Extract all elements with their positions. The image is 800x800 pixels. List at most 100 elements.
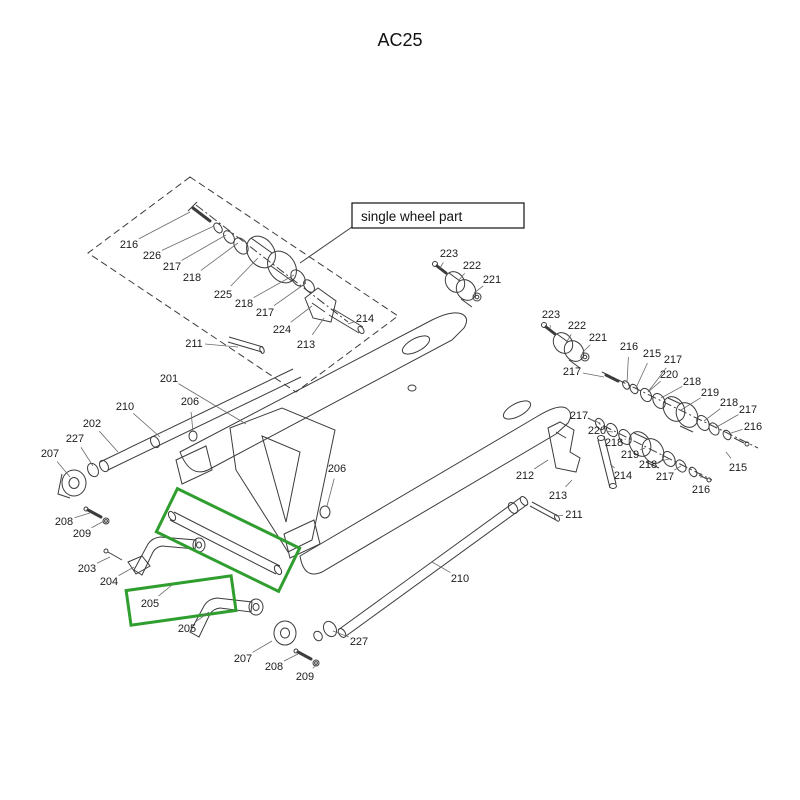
part-label: 218 (235, 298, 253, 310)
leader-line (533, 459, 549, 470)
part-label: 206 (181, 396, 199, 408)
leader-line (607, 430, 614, 433)
part-label: 203 (78, 563, 96, 575)
exploded-axis-line (195, 204, 349, 323)
leader-line (311, 317, 325, 336)
part-label: 208 (265, 661, 283, 673)
part-label: 221 (483, 274, 501, 286)
part-label: 222 (463, 260, 481, 272)
part-label: 217 (664, 354, 682, 366)
leader-line (74, 512, 91, 519)
leader-line (283, 653, 299, 662)
part-label: 205 (178, 623, 196, 635)
part-label: 211 (185, 338, 203, 350)
leader-line (195, 611, 210, 622)
part-label: 208 (55, 516, 73, 528)
roller-chain-lower (587, 417, 713, 483)
part-label: 211 (565, 509, 583, 521)
leader-line (181, 234, 227, 261)
part-label: 225 (214, 289, 232, 301)
leader-line (589, 418, 601, 424)
leader-line (565, 479, 573, 488)
connecting-rod-205 (167, 510, 283, 576)
part-label: 210 (116, 401, 134, 413)
leader-line (200, 242, 239, 271)
leader-line (635, 362, 648, 389)
leader-line (431, 561, 451, 573)
exploded-region-outline (87, 176, 399, 393)
part-label: 209 (73, 528, 91, 540)
left-hub-assembly (57, 469, 110, 525)
leader-line (582, 372, 605, 378)
callout-box (351, 202, 525, 229)
leader-line (138, 211, 191, 240)
leader-line (161, 225, 215, 251)
leader-line (609, 463, 615, 469)
part-label: 220 (588, 425, 606, 437)
highlight-box-rod-205 (154, 486, 302, 594)
part-label: 219 (701, 387, 719, 399)
leader-line (132, 412, 161, 438)
part-label: 218 (683, 376, 701, 388)
part-label: 217 (656, 471, 674, 483)
lower-left-pins (103, 548, 151, 575)
part-label: 219 (621, 449, 639, 461)
page-title: AC25 (377, 30, 422, 50)
leader-line (703, 408, 721, 422)
part-label: 217 (563, 366, 581, 378)
part-label: 224 (273, 324, 291, 336)
leader-line (252, 640, 273, 653)
callout-label: single wheel part (361, 209, 463, 224)
part-label: 223 (440, 248, 458, 260)
part-label: 202 (83, 418, 101, 430)
leader-line (178, 383, 247, 425)
part-label: 204 (100, 576, 118, 588)
part-label: 226 (143, 250, 161, 262)
part-label: 214 (614, 470, 632, 482)
leader-line (290, 305, 313, 323)
leader-line (658, 458, 670, 462)
part-label: 227 (66, 433, 84, 445)
leader-line (190, 411, 194, 433)
leader-line (204, 343, 239, 348)
leader-line (91, 520, 105, 529)
crank-lever-upper (133, 536, 206, 576)
part-label: 205 (141, 598, 159, 610)
leader-line (565, 334, 572, 344)
leader-line (253, 274, 295, 298)
highlight-box-label-205 (124, 574, 238, 627)
long-tube-left (86, 368, 302, 478)
small-wheel-assembly-right (541, 322, 590, 369)
part-label: 216 (692, 484, 710, 496)
part-label: 214 (356, 313, 374, 325)
leader-line (660, 385, 683, 399)
part-label: 207 (234, 653, 252, 665)
part-label: 206 (328, 463, 346, 475)
leader-line (326, 478, 335, 507)
leader-line (626, 356, 629, 384)
part-label: 217 (163, 261, 181, 273)
part-label: 213 (297, 339, 315, 351)
part-label: 217 (739, 404, 757, 416)
single-wheel-exploded-parts (187, 201, 365, 335)
leader-line (680, 397, 701, 411)
leader-line (439, 262, 444, 269)
leader-line (581, 344, 591, 354)
leader-line (80, 447, 94, 467)
leader-line (640, 447, 646, 451)
leader-line (312, 664, 317, 669)
part-label: 215 (729, 462, 747, 474)
part-label: 217 (570, 410, 588, 422)
part-label: 201 (160, 373, 178, 385)
leader-line (725, 451, 732, 459)
part-label: 227 (350, 636, 368, 648)
part-label: 220 (660, 369, 678, 381)
leader-line (230, 257, 259, 287)
leader-line (473, 285, 484, 294)
part-label: 207 (41, 448, 59, 460)
highlight-boxes (124, 486, 302, 627)
part-label: 218 (639, 459, 657, 471)
